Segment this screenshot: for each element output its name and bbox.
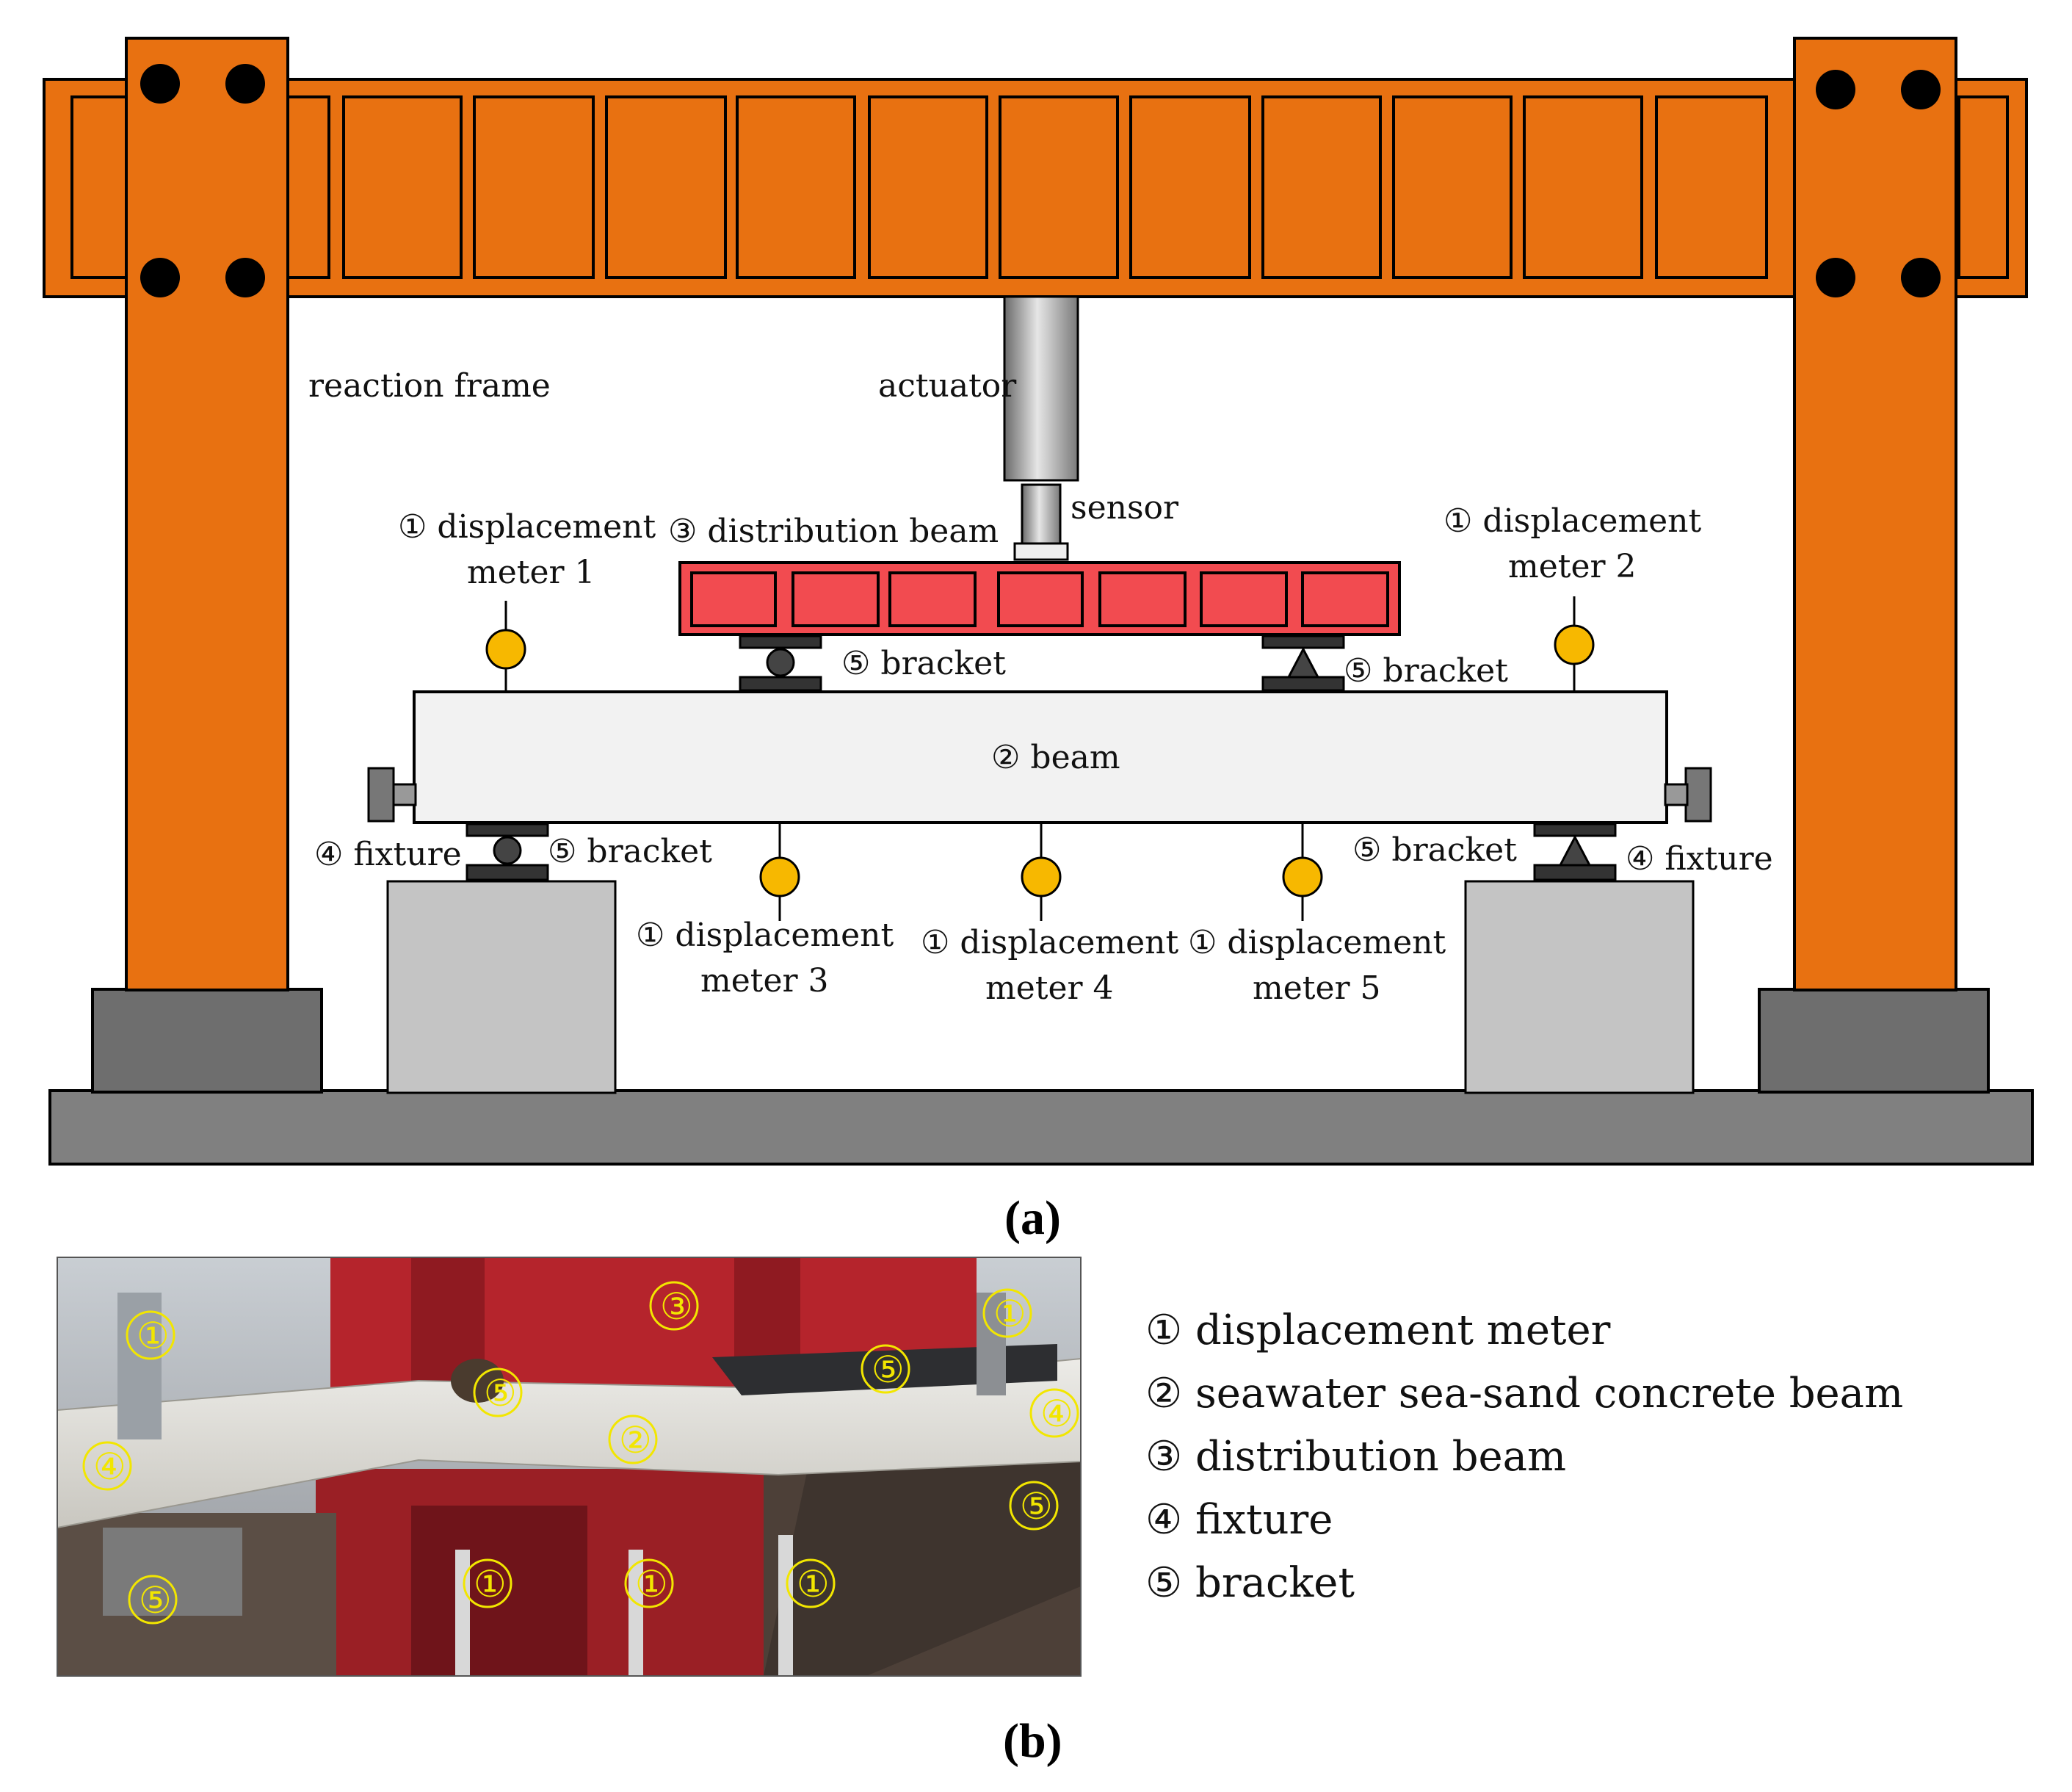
displacement-meter-3 — [759, 823, 800, 921]
label-reaction-frame: reaction frame — [308, 367, 551, 405]
label-disp-meter-4-line1: ① displacement — [921, 924, 1179, 961]
frame-bolts — [140, 64, 1941, 297]
photo-marker-2: ③ — [660, 1285, 693, 1328]
label-beam: ② beam — [991, 739, 1120, 776]
test-photo — [57, 1257, 1081, 1676]
displacement-meter-1 — [485, 601, 526, 692]
bracket-top-left — [739, 635, 822, 692]
figure-b: ① ③ ① ⑤ ⑤ ④ ② ④ ⑤ ① ① ① ⑤ — [57, 1257, 1903, 1768]
label-bracket-bottom-right: ⑤ bracket — [1352, 831, 1517, 869]
left-support-block — [386, 880, 617, 1094]
displacement-meter-4 — [1021, 823, 1062, 921]
photo-marker-12: ① — [797, 1563, 830, 1605]
actuator-cylinder — [1003, 295, 1079, 482]
reaction-frame-left-column — [125, 37, 289, 991]
photo-marker-4: ⑤ — [484, 1372, 517, 1415]
ground-base — [48, 1089, 2034, 1166]
label-fixture-right: ④ fixture — [1626, 840, 1773, 878]
label-actuator: actuator — [878, 367, 1017, 405]
label-bracket-bottom-left: ⑤ bracket — [548, 833, 712, 870]
photo-marker-3: ① — [993, 1293, 1026, 1335]
label-disp-meter-2-line1: ① displacement — [1443, 502, 1702, 540]
reaction-frame-right-column — [1793, 37, 1957, 991]
fixture-right — [1664, 767, 1712, 823]
label-distribution-beam: ③ distribution beam — [668, 513, 999, 550]
label-fixture-left: ④ fixture — [314, 836, 462, 873]
label-disp-meter-4-line2: meter 4 — [985, 969, 1114, 1007]
displacement-meter-5 — [1282, 823, 1323, 921]
photo-marker-10: ① — [474, 1563, 507, 1605]
photo-marker-11: ① — [635, 1563, 668, 1605]
photo-marker-5: ⑤ — [872, 1348, 905, 1391]
photo-marker-8: ④ — [1040, 1392, 1073, 1435]
distribution-beam — [678, 561, 1401, 636]
distribution-beam-panels — [690, 571, 1389, 627]
photo-border — [57, 1257, 1082, 1677]
label-disp-meter-1-line2: meter 1 — [467, 554, 595, 591]
photo-marker-13: ⑤ — [139, 1579, 172, 1622]
label-disp-meter-3-line2: meter 3 — [700, 962, 829, 1000]
label-disp-meter-1-line1: ① displacement — [398, 508, 656, 546]
crossbeam-panels — [70, 95, 2009, 279]
legend-item-4: ④ fixture — [1145, 1496, 1333, 1544]
label-bracket-top-right: ⑤ bracket — [1344, 652, 1508, 690]
legend-item-1: ① displacement meter — [1145, 1307, 1611, 1354]
label-disp-meter-2-line2: meter 2 — [1508, 548, 1637, 585]
caption-b: (b) — [1003, 1714, 1062, 1768]
right-column-foot — [1758, 988, 1990, 1094]
bracket-bottom-right — [1533, 823, 1617, 881]
legend-item-2: ② seawater sea-sand concrete beam — [1145, 1370, 1903, 1417]
label-bracket-top-left: ⑤ bracket — [841, 645, 1006, 682]
label-disp-meter-5-line2: meter 5 — [1253, 969, 1381, 1007]
label-disp-meter-5-line1: ① displacement — [1188, 924, 1446, 961]
sensor-plate — [1013, 542, 1069, 561]
label-sensor: sensor — [1071, 489, 1179, 527]
photo-marker-6: ④ — [93, 1445, 126, 1488]
test-beam — [413, 690, 1668, 824]
load-sensor — [1021, 483, 1062, 545]
photo-marker-7: ② — [619, 1419, 652, 1462]
legend-item-3: ③ distribution beam — [1145, 1433, 1566, 1481]
reaction-frame-crossbeam — [43, 78, 2028, 298]
bracket-top-right — [1261, 635, 1345, 692]
displacement-meter-2 — [1554, 596, 1595, 692]
photo-markers: ① ③ ① ⑤ ⑤ ④ ② ④ ⑤ ① ① ① ⑤ — [82, 1281, 1079, 1625]
bracket-bottom-left — [466, 823, 549, 881]
left-column-foot — [91, 988, 323, 1094]
legend: ① displacement meter ② seawater sea-sand… — [1145, 1307, 1903, 1607]
label-disp-meter-3-line1: ① displacement — [636, 917, 894, 954]
photo-marker-9: ⑤ — [1020, 1485, 1053, 1528]
caption-a: (a) — [1004, 1191, 1061, 1245]
legend-item-5: ⑤ bracket — [1145, 1559, 1355, 1607]
figure-a: reaction frame actuator sensor ③ distrib… — [43, 37, 2034, 1245]
photo-marker-1: ① — [137, 1315, 170, 1357]
fixture-left — [367, 767, 417, 823]
right-support-block — [1464, 880, 1695, 1094]
